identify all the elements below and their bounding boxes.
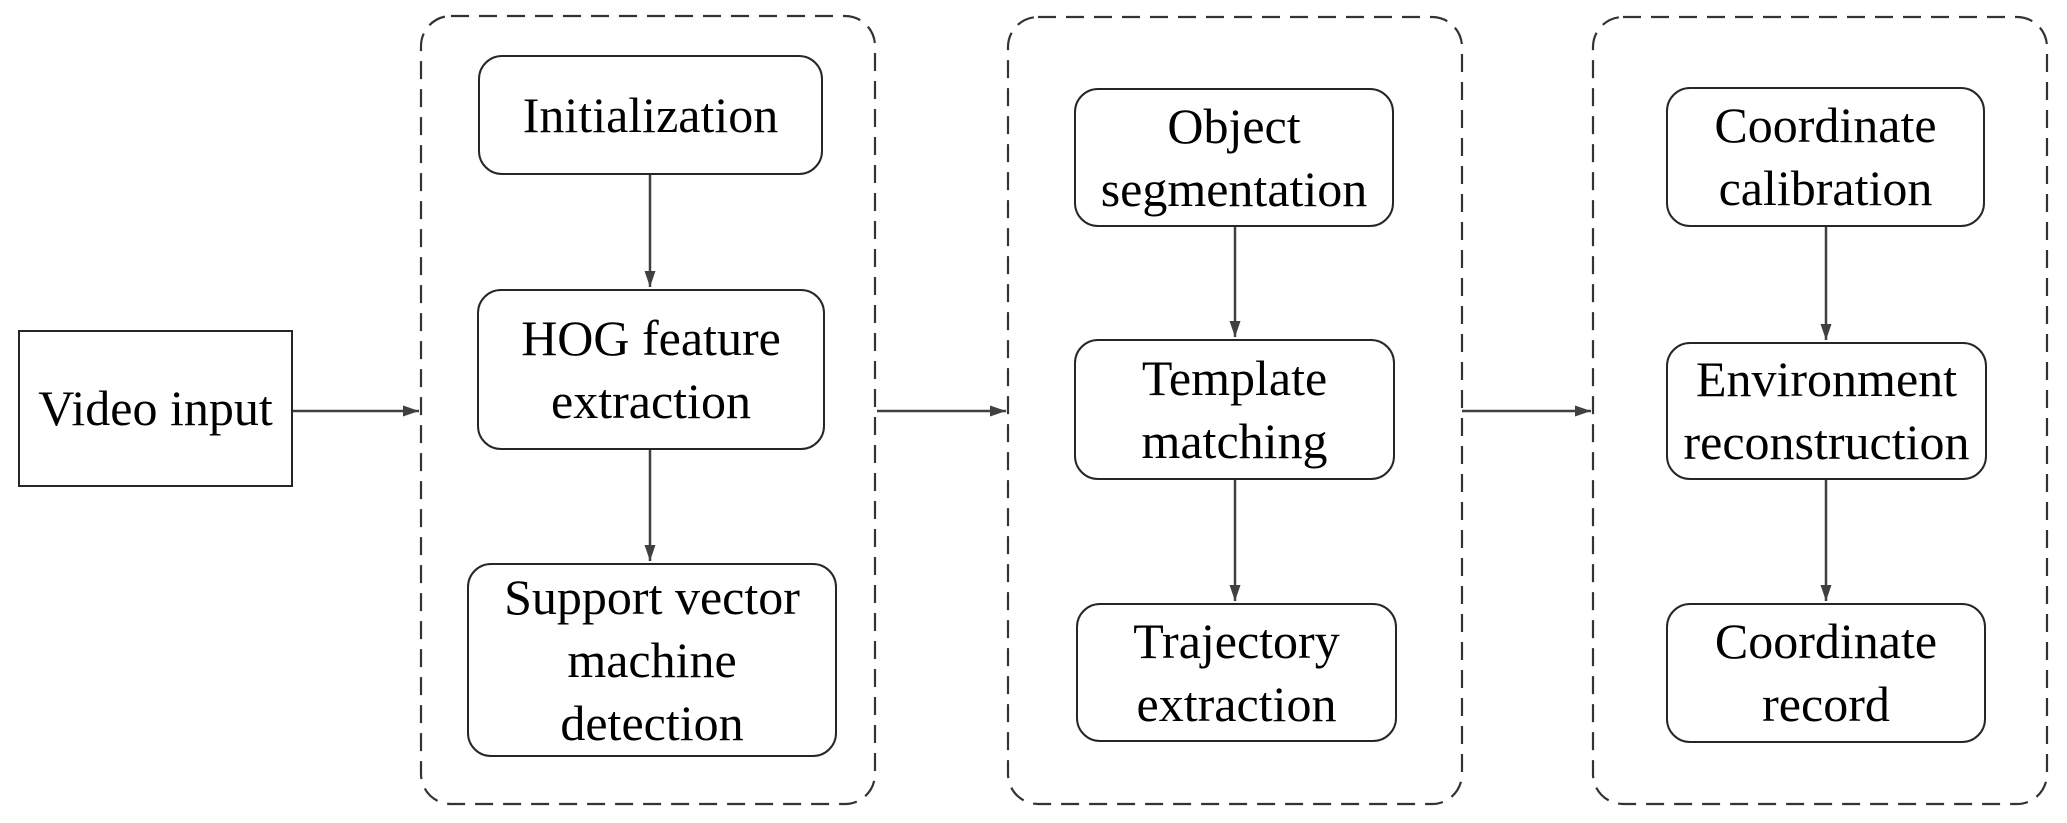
- node-label: Video input: [38, 380, 273, 436]
- node-svm-detection: Support vector machine detection: [467, 563, 837, 757]
- node-hog-feature-extraction: HOG feature extraction: [477, 289, 825, 450]
- node-initialization: Initialization: [478, 55, 823, 175]
- node-coordinate-calibration: Coordinate calibration: [1666, 87, 1985, 227]
- node-trajectory-extraction: Trajectory extraction: [1076, 603, 1397, 742]
- node-label: Support vector machine detection: [504, 568, 800, 751]
- node-label: Coordinate record: [1714, 613, 1938, 732]
- node-label: Trajectory extraction: [1133, 612, 1340, 732]
- group-outline-detection: [419, 14, 877, 806]
- node-coordinate-record: Coordinate record: [1666, 603, 1986, 743]
- node-environment-reconstruction: Environment reconstruction: [1666, 342, 1987, 480]
- node-label: Template matching: [1141, 349, 1328, 469]
- node-label: Coordinate calibration: [1714, 97, 1937, 216]
- node-label: HOG feature extraction: [521, 309, 781, 429]
- node-template-matching: Template matching: [1074, 339, 1395, 480]
- group-outline-reconstruction: [1591, 15, 2049, 806]
- node-object-segmentation: Object segmentation: [1074, 88, 1394, 227]
- node-label: Initialization: [522, 86, 779, 143]
- node-label: Environment reconstruction: [1683, 351, 1970, 470]
- node-label: Object segmentation: [1100, 97, 1368, 217]
- node-video-input: Video input: [18, 330, 293, 487]
- group-outline-tracking: [1006, 15, 1464, 806]
